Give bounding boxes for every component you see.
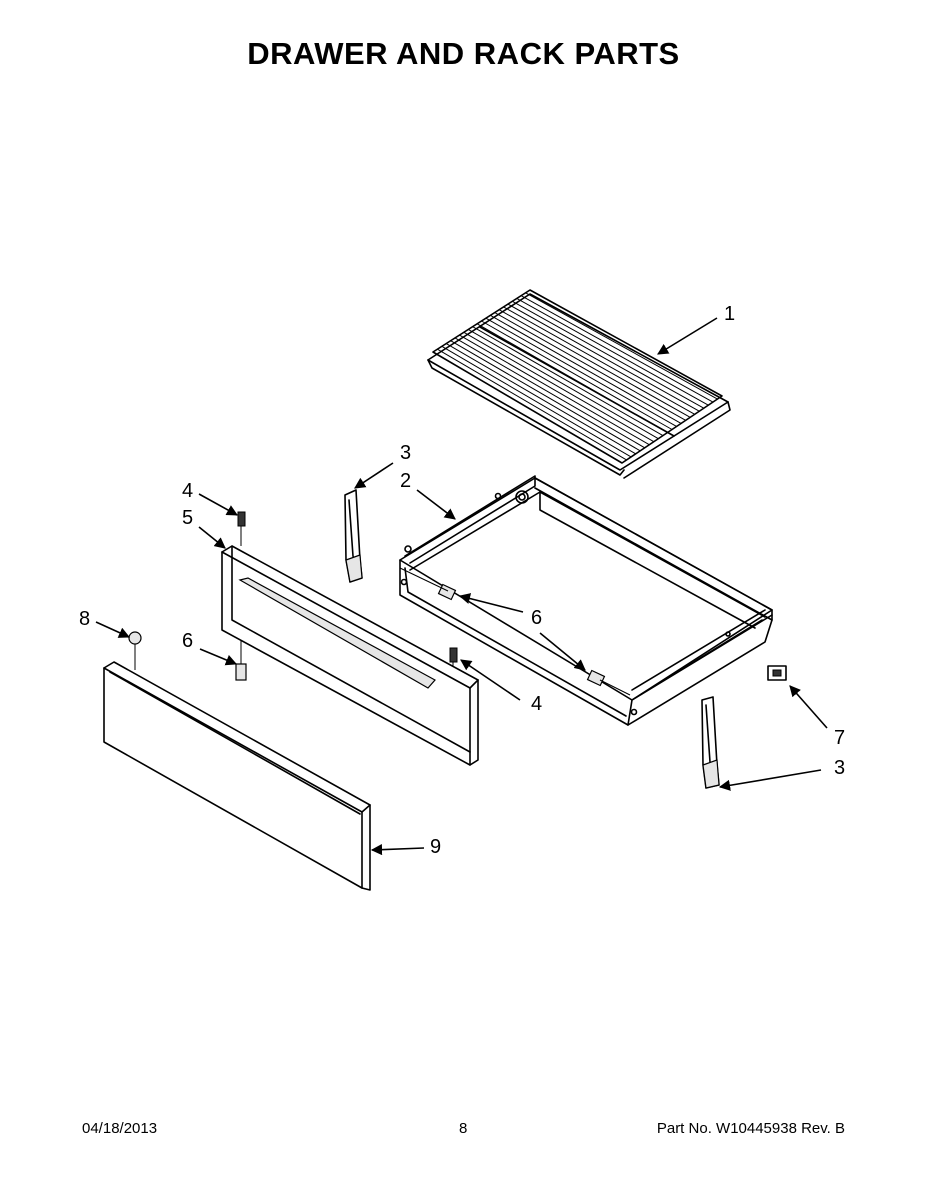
callout-7: 7	[834, 727, 845, 749]
rack-wire	[437, 348, 627, 461]
rack-wire	[454, 337, 645, 449]
drawer-slide-left	[344, 489, 363, 583]
drawer-body	[399, 475, 773, 726]
rack-wire	[468, 329, 659, 440]
rack-wire	[498, 309, 691, 418]
rack-wire	[507, 303, 700, 412]
screw-6-drawer-right	[586, 669, 631, 696]
footer-part-number: Part No. W10445938 Rev. B	[656, 1120, 845, 1137]
drawer-front-panel	[103, 661, 371, 891]
rack-wire	[525, 292, 718, 400]
callout-4-top: 4	[182, 480, 193, 502]
oven-rack	[427, 289, 731, 479]
screw-8	[128, 631, 142, 670]
drawer-inner-panel	[221, 545, 479, 766]
rack-wire	[472, 326, 664, 437]
rack-wire	[516, 298, 709, 406]
callout-4-right: 4	[531, 693, 542, 715]
rack-wire	[481, 320, 673, 430]
rack-wire	[459, 334, 650, 446]
page-title: DRAWER AND RACK PARTS	[247, 36, 680, 71]
footer-page-number: 8	[459, 1120, 468, 1137]
callout-5: 5	[182, 507, 193, 529]
callout-2: 2	[400, 470, 411, 492]
clip	[767, 665, 787, 681]
drawer-slide-right	[701, 696, 720, 789]
rack-wire	[463, 331, 655, 443]
rack-wire	[494, 312, 686, 421]
screw-4-top	[237, 511, 246, 546]
rack-wire	[512, 300, 705, 409]
callout-leaders	[95, 317, 828, 856]
rack-wire	[520, 295, 714, 403]
rack-wire	[485, 317, 677, 427]
rack-wire	[450, 340, 641, 452]
rack-wire	[490, 314, 682, 424]
callout-1: 1	[724, 303, 735, 325]
callout-3-left: 3	[400, 442, 411, 464]
callout-6-drawer: 6	[531, 607, 542, 629]
callout-8: 8	[79, 608, 90, 630]
rack-wire	[441, 345, 632, 458]
callout-9: 9	[430, 836, 441, 858]
footer-date: 04/18/2013	[82, 1120, 158, 1137]
rack-wire	[503, 306, 695, 415]
callout-6-front: 6	[182, 630, 193, 652]
callout-labels: 1 2 3 3 4 4 5 6 6 7 8 9	[79, 303, 845, 858]
callout-3-right: 3	[834, 757, 845, 779]
rack-wire	[445, 343, 636, 455]
screw-6-drawer-left	[399, 567, 457, 601]
